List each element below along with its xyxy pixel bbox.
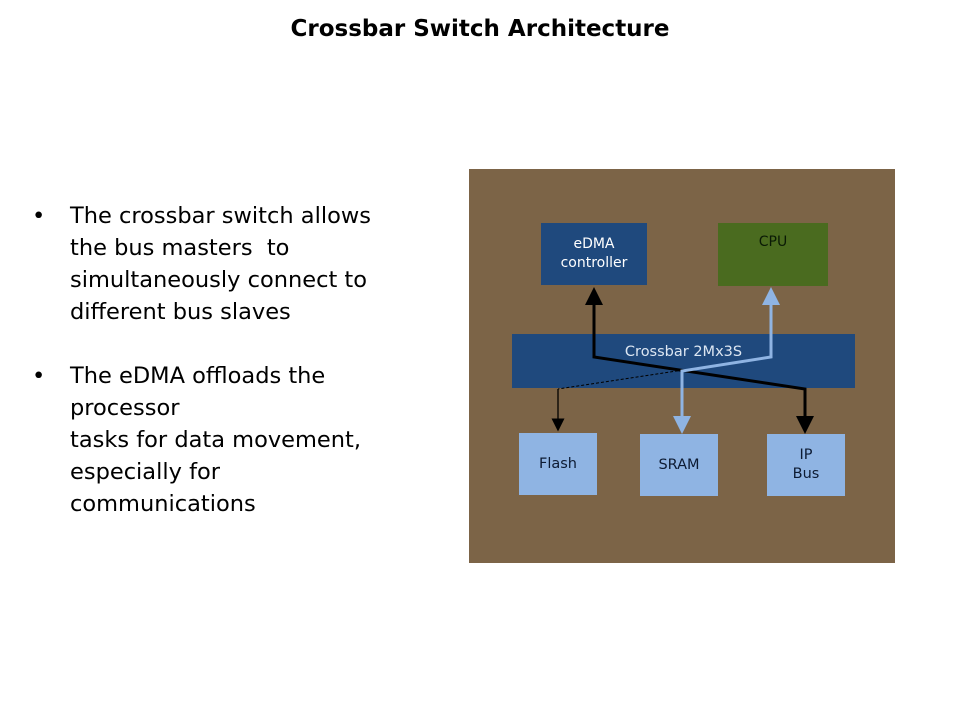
cpu-label: CPU — [758, 234, 788, 250]
slide-title: Crossbar Switch Architecture — [290, 16, 670, 42]
sram-label: SRAM — [658, 456, 700, 473]
bullet-item: • The eDMA offloads the processor tasks … — [32, 360, 452, 520]
ipbus-label-line1: IP — [799, 447, 813, 463]
bullet-marker: • — [32, 203, 46, 229]
flash-box: Flash — [519, 433, 597, 495]
bullet-text-line: tasks for data movement, — [70, 427, 361, 453]
edma-controller-box: eDMA controller — [541, 223, 647, 285]
bullet-text-line: The eDMA offloads the — [70, 363, 326, 389]
bullet-text-line: communications — [70, 491, 256, 517]
edma-label-line2: controller — [560, 255, 628, 271]
bullet-text-line: The crossbar switch allows — [70, 203, 371, 229]
edma-label-line1: eDMA — [573, 236, 615, 252]
bullet-text-line: the bus masters to — [70, 235, 290, 261]
crossbar-diagram: eDMA controller CPU Crossbar 2Mx3S Flash… — [469, 169, 895, 563]
bullet-marker: • — [32, 363, 46, 389]
cpu-box: CPU — [718, 223, 828, 286]
bullet-list: • The crossbar switch allows the bus mas… — [32, 200, 452, 552]
bullet-text-line: especially for — [70, 459, 221, 485]
bullet-text-line: different bus slaves — [70, 299, 291, 325]
sram-box: SRAM — [640, 434, 718, 496]
flash-label: Flash — [539, 455, 577, 472]
crossbar-box: Crossbar 2Mx3S — [512, 334, 855, 388]
crossbar-label: Crossbar 2Mx3S — [624, 344, 743, 360]
bullet-text-line: processor — [70, 395, 180, 421]
ipbus-label-line2: Bus — [792, 466, 820, 482]
bullet-item: • The crossbar switch allows the bus mas… — [32, 200, 452, 328]
ipbus-box: IP Bus — [767, 434, 845, 496]
bullet-text-line: simultaneously connect to — [70, 267, 368, 293]
